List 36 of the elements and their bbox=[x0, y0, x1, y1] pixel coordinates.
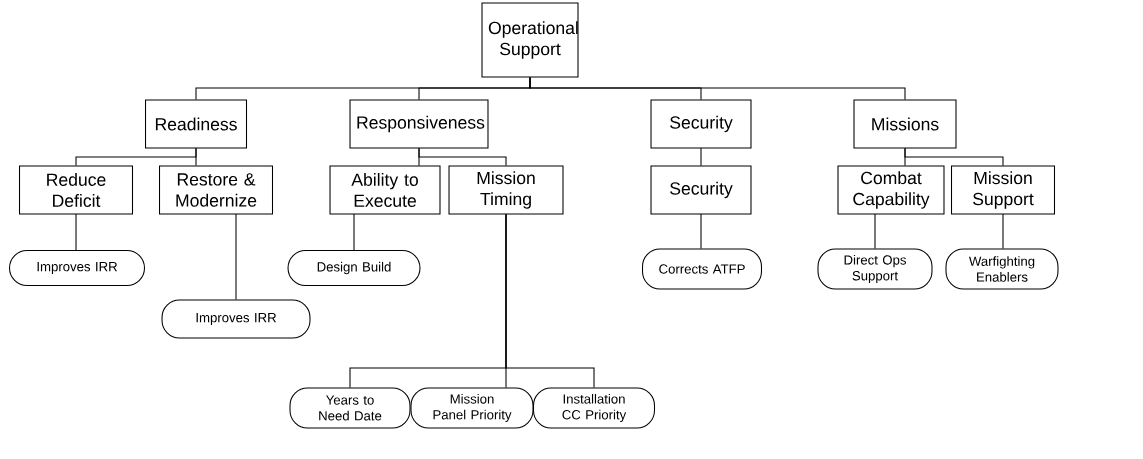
connector-line bbox=[195, 147, 197, 166]
connector-line bbox=[904, 147, 906, 166]
connector-line bbox=[529, 77, 906, 100]
metric-box: Corrects ATFP bbox=[642, 248, 762, 290]
connector-line bbox=[235, 213, 237, 300]
metric-box: Improves IRR bbox=[161, 299, 311, 339]
connector-line bbox=[904, 148, 1004, 166]
connector-line bbox=[418, 147, 420, 166]
process-box: Security bbox=[650, 165, 752, 215]
metric-box: Years to Need Date bbox=[289, 387, 411, 429]
process-box: Readiness bbox=[145, 99, 248, 149]
process-box: Combat Capability bbox=[837, 165, 945, 215]
metric-box: Direct Ops Support bbox=[817, 248, 933, 290]
process-box: Ability to Execute bbox=[329, 165, 441, 215]
process-box: Mission Support bbox=[951, 165, 1055, 215]
metric-box: Mission Panel Priority bbox=[410, 387, 534, 429]
process-box: Responsiveness bbox=[349, 99, 489, 149]
connector-line bbox=[1002, 213, 1004, 249]
connector-line bbox=[418, 148, 507, 166]
connector-line bbox=[505, 213, 507, 388]
connector-line bbox=[700, 213, 702, 249]
process-box: Security bbox=[650, 99, 752, 149]
process-box: Operational Support bbox=[481, 2, 579, 78]
process-box: Missions bbox=[853, 99, 957, 149]
metric-box: Improves IRR bbox=[9, 249, 146, 286]
process-box: Mission Timing bbox=[448, 165, 564, 215]
connector-line bbox=[75, 213, 77, 251]
connector-line bbox=[874, 213, 876, 249]
connector-line bbox=[353, 213, 355, 251]
process-box: Reduce Deficit bbox=[19, 165, 134, 215]
connector-line bbox=[505, 214, 595, 388]
metric-box: Warfighting Enablers bbox=[945, 248, 1059, 290]
connector-line bbox=[700, 147, 702, 166]
process-box: Restore & Modernize bbox=[159, 165, 274, 215]
metric-box: Design Build bbox=[287, 249, 421, 286]
metric-box: Installation CC Priority bbox=[533, 387, 655, 429]
